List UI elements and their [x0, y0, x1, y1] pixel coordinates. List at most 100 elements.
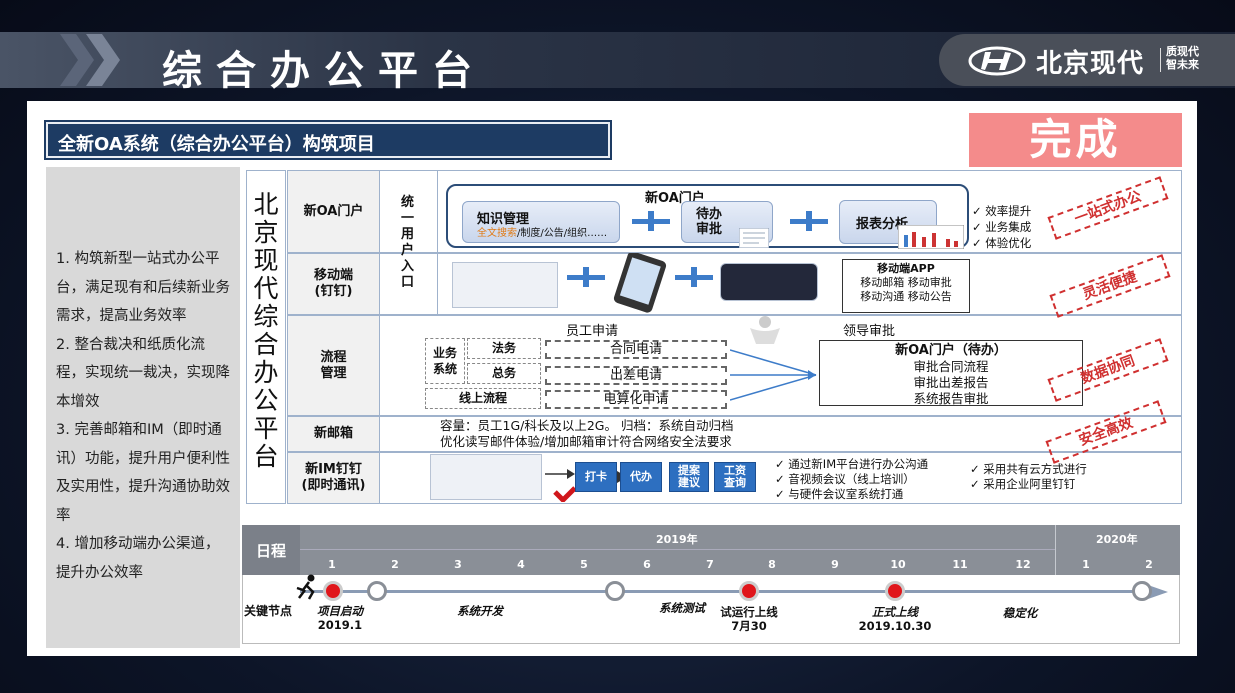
key-nodes-label: 关键节点: [244, 604, 293, 618]
goal-item: 4. 增加移动端办公渠道，提升办公效率: [56, 536, 220, 581]
biz-line-1: 业务: [432, 346, 457, 360]
pending-item: 审批出差报告: [913, 375, 989, 390]
hyundai-logo-icon: [968, 46, 1026, 76]
milestone-node: [605, 581, 625, 601]
month-tick: 4: [517, 558, 525, 571]
row-label-oa: 新OA门户: [288, 171, 380, 252]
brand-slogan-line-1: 质现代: [1166, 45, 1199, 58]
brand-slogan-line-2: 智未来: [1166, 58, 1199, 71]
oa-pending-box: 新OA门户（待办） 审批合同流程 审批出差报告 系统报告审批: [819, 340, 1083, 406]
checkmark-icon: [553, 486, 577, 502]
year-divider: [300, 549, 1055, 550]
year-separator: [1055, 525, 1056, 575]
knowledge-title: 知识管理: [477, 212, 530, 227]
milestone-launch-date: 2019.10.30: [858, 619, 932, 633]
entry-char: 口: [400, 274, 414, 290]
month-tick: 2: [391, 558, 399, 571]
mail-line-2: 优化读写邮件体验/增加邮箱审计符合网络安全法要求: [440, 434, 732, 449]
milestone-test-label: 系统测试: [659, 601, 705, 615]
logo-divider: [1160, 48, 1161, 72]
brand-slogan: 质现代 智未来: [1166, 45, 1199, 71]
row-label-flow: 流程管理: [288, 316, 380, 415]
goals-box: 1. 构筑新型一站式办公平台，满足现有和后续新业务需求，提高业务效率 2. 整合…: [46, 167, 240, 648]
plus-icon: [790, 211, 828, 231]
milestone-test: 系统测试: [652, 601, 712, 615]
goal-item: 2. 整合裁决和纸质化流程，实现统一裁决，实现降本增效: [56, 336, 230, 410]
month-tick: 10: [890, 558, 906, 571]
plus-icon: [632, 211, 670, 231]
check-text: 效率提升: [985, 204, 1032, 218]
pending-title: 新OA门户（待办）: [895, 343, 1007, 358]
plus-icon: [675, 267, 713, 287]
row-label-flow-1: 流程: [320, 349, 347, 365]
im-screenshot-thumbnail: [430, 454, 542, 500]
row-label-mobile: 移动端(钉钉): [288, 254, 380, 314]
im-btn-checkin: 打卡: [575, 462, 617, 492]
milestone-stable-label: 稳定化: [1002, 606, 1038, 620]
bar-chart-icon: [898, 225, 964, 249]
milestone-dev: 系统开发: [450, 604, 510, 618]
check-text: 业务集成: [985, 220, 1032, 234]
chevron-decoration-icon: [60, 34, 120, 86]
todo-line-1: 待办: [696, 207, 723, 222]
milestone-trial-label: 试运行上线: [720, 605, 778, 619]
unified-entry-label: 统 一 用 户 入 口: [378, 170, 438, 315]
check-text: 音视频会议（线上培训）: [788, 472, 915, 486]
pending-item: 审批合同流程: [913, 359, 989, 374]
milestone-launch: 正式上线 2019.10.30: [858, 605, 932, 633]
project-title: 全新OA系统（综合办公平台）构筑项目: [46, 122, 610, 158]
milestone-stable: 稳定化: [992, 606, 1048, 620]
todo-line-2: 审批: [696, 222, 723, 237]
pending-item: 系统报告审批: [913, 391, 989, 406]
milestone-node-start: [323, 581, 343, 601]
vertical-char: 综: [253, 302, 279, 331]
month-tick: 9: [831, 558, 839, 571]
person-figure-icon: [750, 316, 780, 344]
milestone-node: [367, 581, 387, 601]
milestone-start-date: 2019.1: [317, 618, 363, 632]
check-text: 与硬件会议室系统打通: [788, 487, 904, 501]
month-tick: 11: [952, 558, 968, 571]
month-tick: 7: [706, 558, 714, 571]
milestone-node-trial: [739, 581, 759, 601]
row-label-im: 新IM钉钉(即时通讯): [288, 453, 380, 503]
month-tick: 2: [1145, 558, 1153, 571]
month-tick: 5: [580, 558, 588, 571]
legal-box: 法务: [467, 338, 541, 359]
row-label-im-1: 新IM钉钉: [305, 462, 362, 477]
leader-approve-label: 领导审批: [843, 324, 896, 339]
online-flow-box: 线上流程: [425, 388, 541, 409]
im-btn-salary: 工资 查询: [714, 462, 756, 492]
contract-request-row: 合同电请: [545, 340, 727, 359]
vertical-char: 北: [253, 190, 279, 219]
mobile-app-line-1: 移动邮箱 移动审批: [860, 276, 952, 289]
milestone-trial-date: 7月30: [731, 619, 767, 633]
page-title: 综合办公平台: [162, 48, 486, 94]
mobile-app-title: 移动端APP: [877, 262, 935, 275]
knowledge-box: 知识管理 全文搜索/制度/公告/组织……: [462, 201, 620, 243]
tablet-icon: [613, 253, 667, 313]
row-label-mobile-1: 移动端: [313, 268, 353, 283]
mail-description: 容量：员工1G/科长及以上2G。 归档：系统自动归档 优化读写邮件体验/增加邮箱…: [440, 418, 733, 450]
row-mail: 新邮箱: [287, 416, 1182, 452]
vertical-char: 现: [253, 246, 279, 275]
year-2019: 2019年: [656, 533, 698, 546]
month-tick: 1: [1082, 558, 1090, 571]
milestone-node-end: [1132, 581, 1152, 601]
row-label-flow-2: 管理: [320, 365, 347, 381]
entry-char: 统: [400, 194, 414, 210]
general-affairs-box: 总务: [467, 363, 541, 384]
goal-item: 3. 完善邮箱和IM（即时通讯）功能，提升用户便利性及实用性，提升沟通协助效率: [56, 422, 230, 524]
schedule-header: [242, 525, 1180, 575]
milestone-start-label: 项目启动: [317, 604, 363, 618]
employee-apply-label: 员工申请: [566, 324, 619, 339]
vertical-char: 台: [253, 442, 279, 471]
knowledge-sub: /制度/公告/组织……: [517, 228, 608, 239]
phone-screenshot-thumbnail: [720, 263, 818, 301]
check-item: ✓ 音视频会议（线上培训）: [775, 472, 915, 486]
entry-char: 一: [400, 210, 414, 226]
vertical-char: 公: [253, 386, 279, 415]
brand-name: 北京现代: [1036, 49, 1145, 79]
runner-icon: [296, 574, 315, 600]
oa-checklist: ✓ 效率提升 ✓ 业务集成 ✓ 体验优化: [972, 203, 1031, 251]
